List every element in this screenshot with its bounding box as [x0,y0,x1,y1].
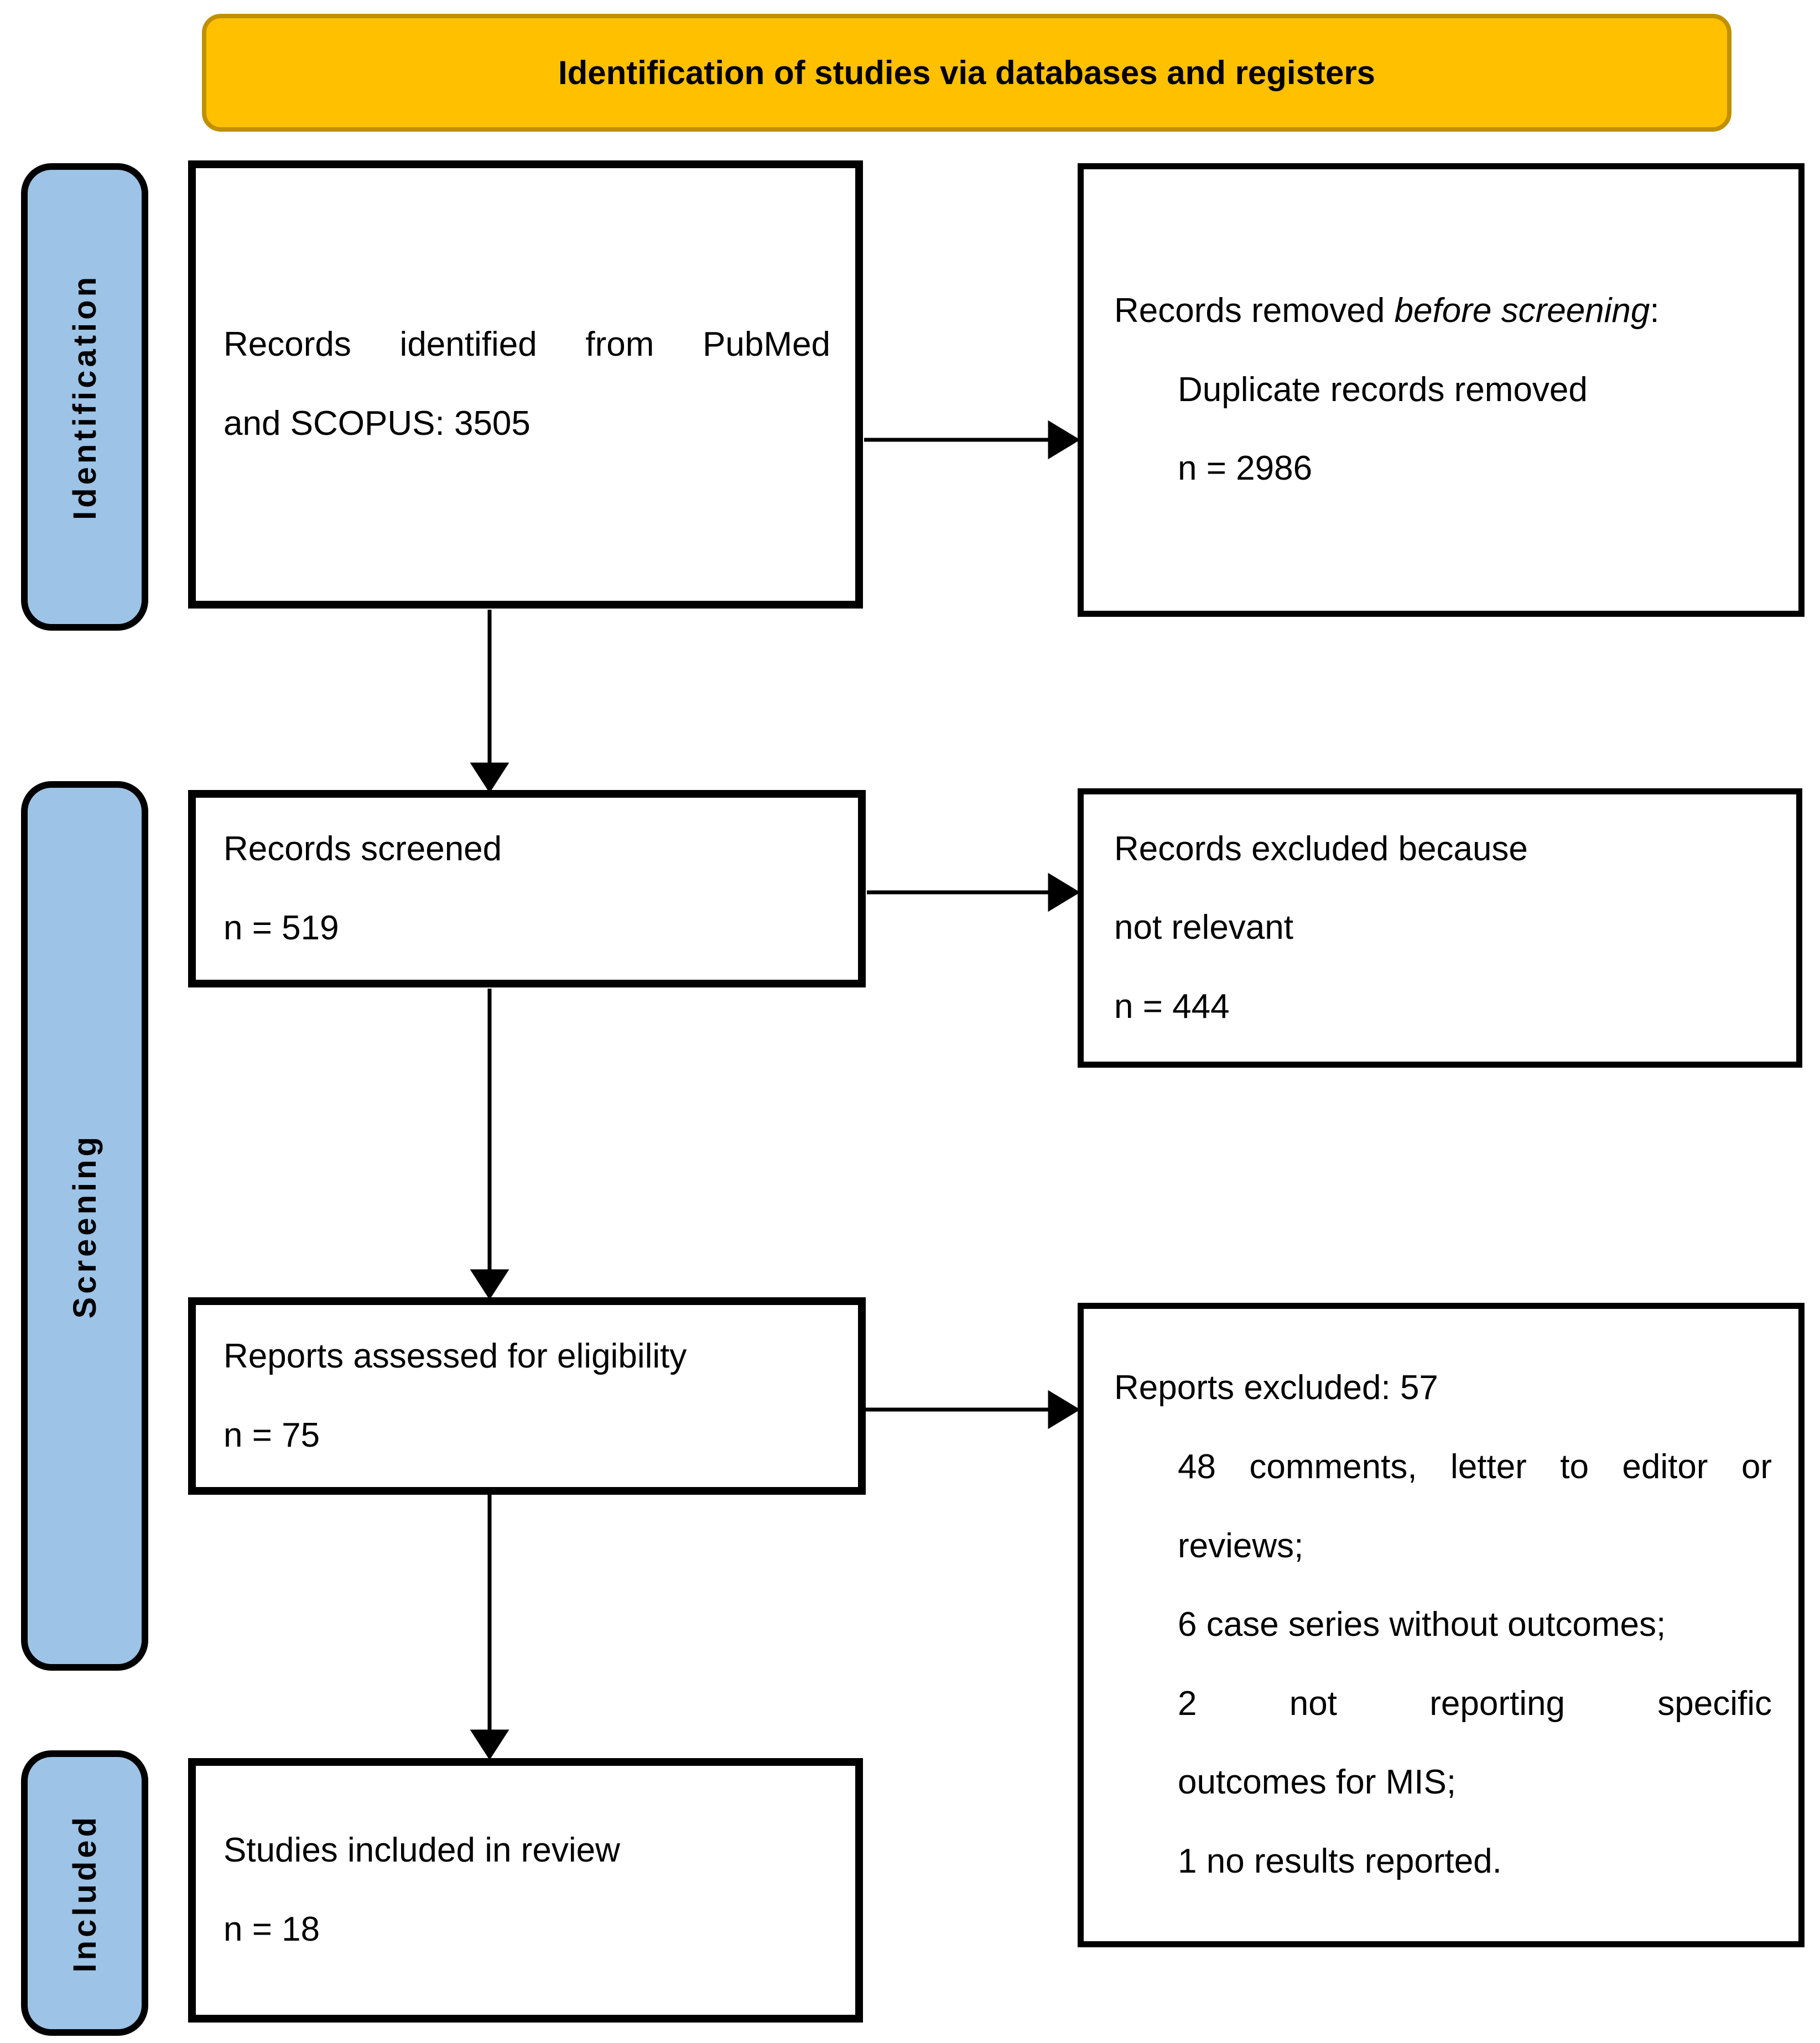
box-records-removed: Records removed before screening: Duplic… [1078,163,1805,617]
box-line: n = 2986 [1178,449,1313,488]
arrowhead-down-icon [470,762,509,793]
stage-label-identification: Identification [66,274,103,520]
box-line: n = 75 [223,1416,320,1454]
box-line: n = 444 [1114,987,1230,1026]
box-line: and SCOPUS: 3505 [223,404,531,443]
box-line: Records identified from PubMed [223,325,830,364]
box-line: Reports excluded: 57 [1114,1369,1438,1407]
box-line: n = 519 [223,908,339,947]
box-line: Records screened [223,829,502,868]
box-line: Records excluded because [1114,829,1528,868]
box-line-text: : [1650,292,1660,330]
box-line: reviews; [1178,1526,1304,1565]
stage-label-screening: Screening [66,1133,103,1319]
banner-title-text: Identification of studies via databases … [558,54,1376,91]
box-line: Duplicate records removed [1178,370,1588,409]
box-line: 6 case series without outcomes; [1178,1605,1666,1644]
stage-bar-identification: Identification [21,163,148,631]
box-records-identified: Records identified from PubMed and SCOPU… [188,160,863,609]
stage-label-included: Included [66,1813,103,1973]
box-reports-assessed: Reports assessed for eligibility n = 75 [188,1297,866,1495]
box-line: Studies included in review [223,1831,620,1870]
box-line-italic-text: before screening [1394,292,1650,330]
box-line: not relevant [1114,908,1293,947]
box-line: n = 18 [223,1910,320,1948]
box-line-text: Records removed [1114,292,1395,330]
arrowhead-right-icon [1048,420,1080,460]
box-reports-excluded: Reports excluded: 57 48 comments, letter… [1078,1303,1805,1947]
box-records-screened: Records screened n = 519 [188,790,866,987]
box-line: 2 not reporting specific [1178,1684,1772,1723]
banner-title: Identification of studies via databases … [202,14,1731,132]
box-line: Reports assessed for eligibility [223,1337,687,1375]
box-studies-included: Studies included in review n = 18 [188,1758,863,2023]
box-line: Records removed before screening: [1084,272,1798,351]
arrowhead-down-icon [470,1269,509,1300]
box-line: 1 no results reported. [1178,1842,1502,1880]
box-records-excluded: Records excluded because not relevant n … [1078,788,1802,1068]
stage-bar-screening: Screening [21,781,148,1671]
stage-bar-included: Included [21,1750,148,2036]
box-line: outcomes for MIS; [1178,1763,1457,1802]
arrowhead-right-icon [1048,1390,1080,1429]
arrowhead-down-icon [470,1729,509,1760]
arrowhead-right-icon [1048,872,1080,912]
box-line: 48 comments, letter to editor or [1178,1448,1772,1486]
